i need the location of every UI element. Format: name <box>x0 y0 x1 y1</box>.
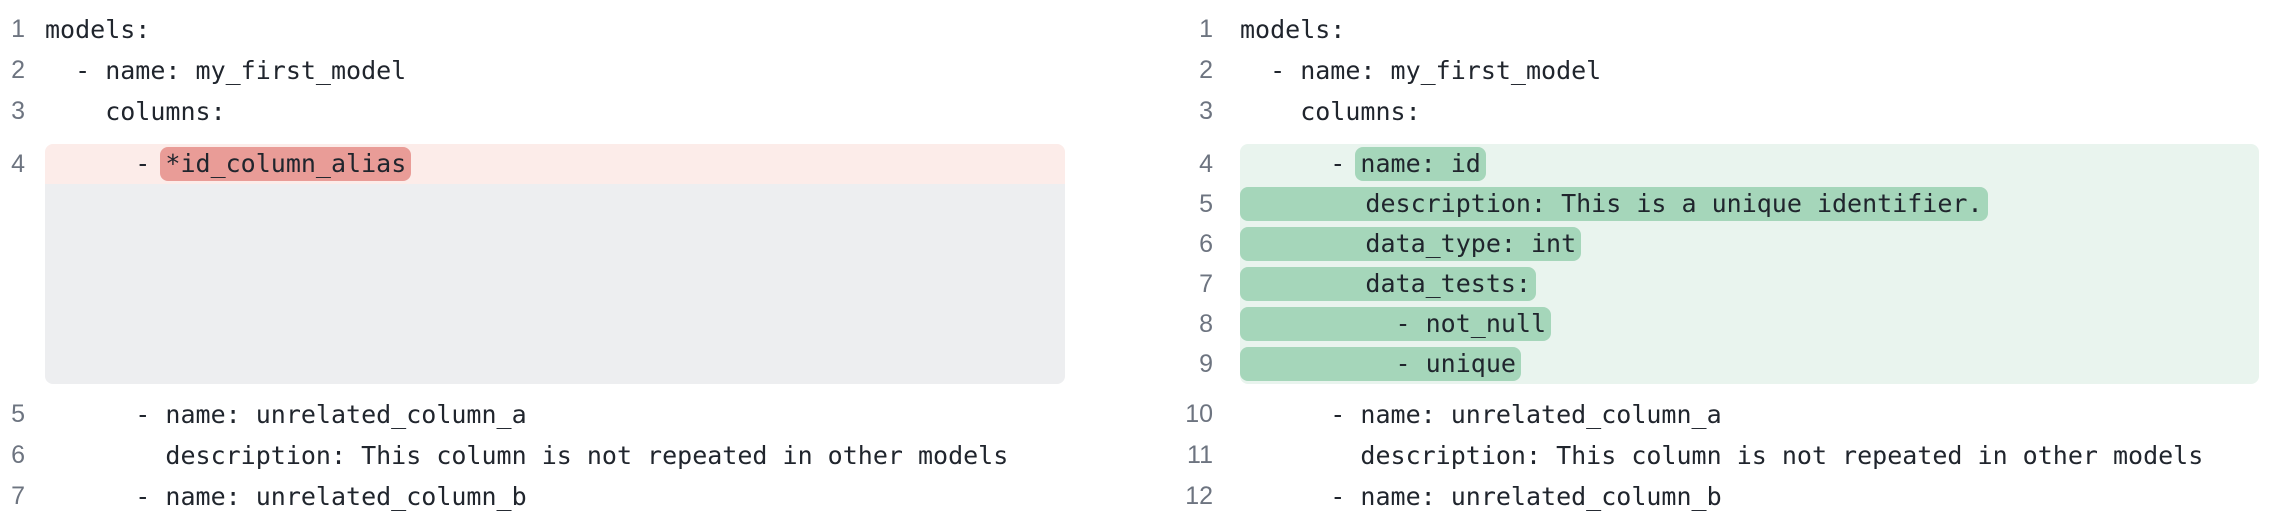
code-line-text: - name: unrelated_column_a <box>45 400 527 429</box>
added-token: data_type: int <box>1240 227 1582 261</box>
code-line-text: - name: my_first_model <box>45 56 407 85</box>
removed-line: 4 - *id_column_alias <box>0 144 1065 184</box>
line-number: 3 <box>1199 97 1213 125</box>
added-line: 9 - unique <box>1139 344 2259 384</box>
code-line-text: - name: unrelated_column_a <box>1240 400 1722 429</box>
code-line-prefix: - <box>1240 149 1361 178</box>
line-number: 12 <box>1185 482 1213 510</box>
code-line-text: - name: unrelated_column_b <box>45 482 527 511</box>
line-number: 8 <box>1199 310 1213 338</box>
line-number: 3 <box>11 97 25 125</box>
added-line: 5 description: This is a unique identifi… <box>1139 184 2259 224</box>
diff-line: 11 description: This column is not repea… <box>1139 435 2259 476</box>
code-line-text: description: This column is not repeated… <box>1240 441 2204 470</box>
added-token: data_tests: <box>1240 267 1536 301</box>
line-number: 4 <box>11 150 25 178</box>
diff-line: 3 columns: <box>0 91 1065 132</box>
diff-line: 12 - name: unrelated_column_b <box>1139 476 2259 517</box>
diff-line: 2 - name: my_first_model <box>1139 50 2259 91</box>
diff-pane-modified: 1 models: 2 - name: my_first_model 3 col… <box>1139 9 2278 528</box>
diff-line: 7 - name: unrelated_column_b <box>0 476 1065 517</box>
code-line-text: columns: <box>45 97 226 126</box>
code-line-text: description: This column is not repeated… <box>45 441 1009 470</box>
code-line-text: models: <box>45 15 151 44</box>
line-number: 5 <box>11 400 25 428</box>
code-line-text: description: This is a unique identifier… <box>1240 184 2259 224</box>
code-line-prefix: - <box>45 149 166 178</box>
line-number: 10 <box>1185 400 1213 428</box>
added-token: - not_null <box>1240 307 1552 341</box>
code-line-text: columns: <box>1240 97 1421 126</box>
diff-line: 2 - name: my_first_model <box>0 50 1065 91</box>
code-line-text: data_tests: <box>1240 264 2259 304</box>
removed-change-block: 4 - *id_column_alias <box>0 144 1065 384</box>
line-number: 4 <box>1199 150 1213 178</box>
added-token: name: id <box>1355 147 1486 181</box>
added-line: 4 - name: id <box>1139 144 2259 184</box>
line-number: 2 <box>11 56 25 84</box>
code-line-text: models: <box>1240 15 1346 44</box>
collapsed-lines-placeholder <box>45 184 1065 384</box>
line-number: 1 <box>11 15 25 43</box>
added-line: 7 data_tests: <box>1139 264 2259 304</box>
diff-line: 1 models: <box>0 9 1065 50</box>
line-number: 2 <box>1199 56 1213 84</box>
added-line: 6 data_type: int <box>1139 224 2259 264</box>
line-number: 5 <box>1199 190 1213 218</box>
diff-line: 3 columns: <box>1139 91 2259 132</box>
line-number: 7 <box>11 482 25 510</box>
added-token: description: This is a unique identifier… <box>1240 187 1988 221</box>
added-line: 8 - not_null <box>1139 304 2259 344</box>
code-line-text: - name: id <box>1240 144 2259 184</box>
code-line-text: - unique <box>1240 344 2259 384</box>
line-number: 6 <box>1199 230 1213 258</box>
code-line-text: - *id_column_alias <box>45 144 1065 184</box>
line-number: 7 <box>1199 270 1213 298</box>
diff-line: 10 - name: unrelated_column_a <box>1139 394 2259 435</box>
line-number: 11 <box>1187 441 1213 469</box>
diff-line: 1 models: <box>1139 9 2259 50</box>
code-line-text: - not_null <box>1240 304 2259 344</box>
code-line-text: data_type: int <box>1240 224 2259 264</box>
added-change-block: 4 - name: id 5 description: This is a un… <box>1139 144 2259 384</box>
added-token: - unique <box>1240 347 1521 381</box>
diff-line: 6 description: This column is not repeat… <box>0 435 1065 476</box>
line-number: 1 <box>1199 15 1213 43</box>
diff-pane-original: 1 models: 2 - name: my_first_model 3 col… <box>0 9 1065 528</box>
line-number: 9 <box>1199 350 1213 378</box>
removed-token: *id_column_alias <box>160 147 412 181</box>
code-line-text: - name: my_first_model <box>1240 56 1602 85</box>
code-line-text: - name: unrelated_column_b <box>1240 482 1722 511</box>
pane-divider-gap <box>1065 9 1139 528</box>
diff-line: 5 - name: unrelated_column_a <box>0 394 1065 435</box>
line-number: 6 <box>11 441 25 469</box>
